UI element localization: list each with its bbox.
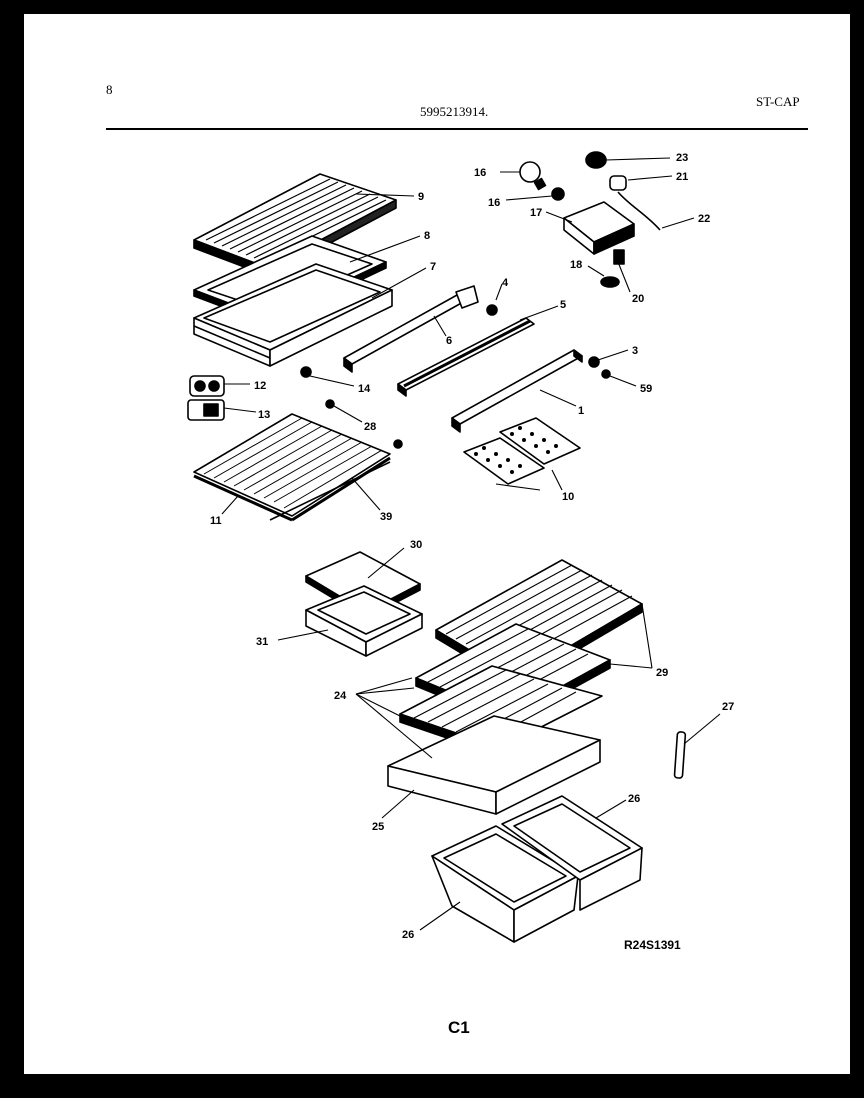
callout-13: 13 bbox=[258, 409, 270, 421]
part-25-cover-plate bbox=[387, 715, 601, 815]
callout-11: 11 bbox=[210, 515, 222, 527]
part-59-screw bbox=[601, 369, 611, 379]
part-21-switch bbox=[609, 175, 627, 191]
part-14-pin bbox=[300, 366, 312, 378]
part-26-crisper-right bbox=[501, 795, 643, 911]
callout-7: 7 bbox=[430, 261, 436, 273]
callout-25: 25 bbox=[372, 821, 384, 833]
callout-23: 23 bbox=[676, 152, 688, 164]
callout-26-left: 26 bbox=[402, 929, 414, 941]
callout-9: 9 bbox=[418, 191, 424, 203]
callout-26-right: 26 bbox=[628, 793, 640, 805]
header-rule bbox=[106, 128, 808, 130]
part-7-tray bbox=[193, 263, 393, 367]
callout-14: 14 bbox=[358, 383, 371, 395]
part-17-light-housing bbox=[563, 201, 635, 255]
drawing-code: R24S1391 bbox=[624, 938, 681, 952]
callout-31: 31 bbox=[256, 636, 268, 648]
part-22-wire bbox=[617, 191, 661, 231]
part-5-rail bbox=[397, 317, 535, 397]
part-6-bracket bbox=[343, 285, 479, 373]
callout-10: 10 bbox=[562, 491, 574, 503]
part-4-nut bbox=[486, 304, 498, 316]
callout-28: 28 bbox=[364, 421, 376, 433]
part-18-grommet bbox=[600, 276, 620, 288]
part-1-rail bbox=[451, 349, 583, 433]
part-number: 5995213914. bbox=[420, 104, 489, 119]
part-3-screw bbox=[588, 356, 600, 368]
part-12-clip bbox=[189, 375, 225, 397]
section-label: C1 bbox=[448, 1018, 470, 1037]
part-27-divider bbox=[673, 731, 687, 779]
callout-16-socket: 16 bbox=[488, 197, 500, 209]
callout-17: 17 bbox=[530, 207, 542, 219]
part-28-knob bbox=[325, 399, 335, 409]
callout-12: 12 bbox=[254, 380, 266, 392]
callout-1: 1 bbox=[578, 405, 584, 417]
part-26-crisper-left bbox=[431, 825, 579, 943]
page-number: 8 bbox=[106, 82, 113, 97]
part-20-switch bbox=[613, 249, 625, 265]
callout-16-bulb: 16 bbox=[474, 167, 486, 179]
part-13-clip bbox=[187, 399, 225, 421]
part-16-socket bbox=[551, 187, 565, 201]
callout-18: 18 bbox=[570, 259, 582, 271]
callout-6: 6 bbox=[446, 335, 452, 347]
part-23-knob bbox=[585, 151, 607, 169]
callout-59: 59 bbox=[640, 383, 652, 395]
callout-21: 21 bbox=[676, 171, 688, 183]
part-16-bulb bbox=[519, 161, 547, 191]
callout-20: 20 bbox=[632, 293, 644, 305]
callout-5: 5 bbox=[560, 299, 566, 311]
callout-8: 8 bbox=[424, 230, 430, 242]
part-31-pan bbox=[305, 585, 423, 657]
part-11-wire-shelf bbox=[193, 413, 391, 522]
callout-4: 4 bbox=[502, 277, 509, 289]
callout-30: 30 bbox=[410, 539, 422, 551]
callout-29: 29 bbox=[656, 667, 668, 679]
callout-39: 39 bbox=[380, 511, 392, 523]
callout-22: 22 bbox=[698, 213, 710, 225]
callout-24: 24 bbox=[334, 690, 347, 702]
parts-sheet bbox=[24, 14, 850, 1074]
part-10-egg-trays bbox=[463, 417, 581, 485]
callout-3: 3 bbox=[632, 345, 638, 357]
callout-27: 27 bbox=[722, 701, 734, 713]
leader-lines bbox=[221, 157, 721, 931]
model-code: ST-CAP bbox=[756, 94, 800, 109]
part-28-knob-2 bbox=[393, 439, 403, 449]
